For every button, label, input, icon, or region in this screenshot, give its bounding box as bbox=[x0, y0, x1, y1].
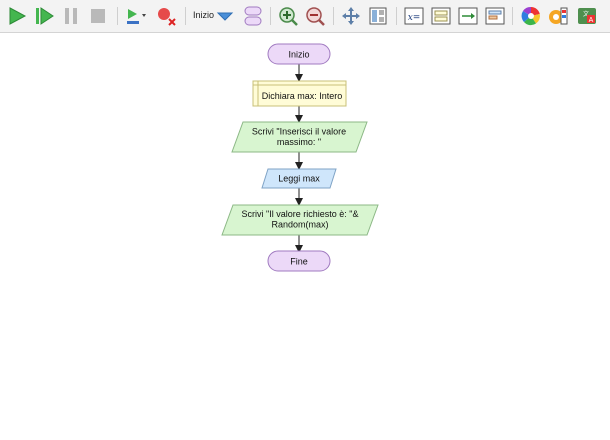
breakpoint-icon[interactable] bbox=[125, 5, 147, 27]
dropdown-icon[interactable] bbox=[214, 5, 236, 27]
clear-breakpoints-icon[interactable] bbox=[155, 5, 177, 27]
node-label: Fine bbox=[290, 257, 308, 267]
declare-icon[interactable] bbox=[430, 5, 452, 27]
palette-icon[interactable] bbox=[547, 5, 569, 27]
output-shape bbox=[231, 121, 368, 153]
flow-node-output-1[interactable]: Scrivi "Inserisci il valore massimo: " bbox=[231, 121, 368, 153]
output-icon[interactable] bbox=[457, 5, 479, 27]
toolbar-separator bbox=[333, 7, 334, 25]
node-label-line2: massimo: " bbox=[277, 137, 321, 147]
toolbar-separator bbox=[512, 7, 513, 25]
layout-icon[interactable] bbox=[367, 5, 389, 27]
svg-text:x=: x= bbox=[408, 13, 421, 23]
toolbar-separator bbox=[185, 7, 186, 25]
node-label-line1: Scrivi "Il valore richiesto è: "& bbox=[242, 209, 359, 219]
terminal-shape bbox=[267, 250, 331, 272]
node-label-line1: Scrivi "Inserisci il valore bbox=[252, 127, 346, 137]
start-label[interactable]: Inizio bbox=[193, 10, 215, 20]
run-icon[interactable] bbox=[6, 5, 28, 27]
node-label: Leggi max bbox=[278, 174, 320, 184]
flow-node-input[interactable]: Leggi max bbox=[261, 168, 337, 189]
flowchart-svg: Inizio Dichiara max: Intero Scrivi "Inse… bbox=[221, 43, 379, 272]
color-wheel-icon[interactable] bbox=[520, 5, 542, 27]
flowchart-canvas[interactable]: Inizio Dichiara max: Intero Scrivi "Inse… bbox=[0, 33, 610, 440]
terminal-shape bbox=[267, 43, 331, 65]
node-label: Inizio bbox=[288, 50, 309, 60]
terminal-block-icon[interactable] bbox=[242, 5, 264, 27]
move-icon[interactable] bbox=[340, 5, 362, 27]
toolbar-separator bbox=[117, 7, 118, 25]
toolbar: Inizio x= bbox=[0, 0, 610, 33]
assign-icon[interactable]: x= bbox=[403, 5, 425, 27]
input-icon[interactable] bbox=[484, 5, 506, 27]
flow-node-output-2[interactable]: Scrivi "Il valore richiesto è: "& Random… bbox=[221, 204, 379, 236]
flow-node-declare[interactable]: Dichiara max: Intero bbox=[252, 80, 347, 107]
input-shape bbox=[261, 168, 337, 189]
toolbar-separator bbox=[396, 7, 397, 25]
toolbar-separator bbox=[270, 7, 271, 25]
stop-icon[interactable] bbox=[87, 5, 109, 27]
svg-text:A: A bbox=[589, 17, 594, 24]
output-shape bbox=[221, 204, 379, 236]
pause-icon[interactable] bbox=[60, 5, 82, 27]
zoom-in-icon[interactable] bbox=[277, 5, 299, 27]
node-label: Dichiara max: Intero bbox=[262, 91, 343, 101]
flow-node-end[interactable]: Fine bbox=[267, 250, 331, 272]
node-label-line2: Random(max) bbox=[271, 220, 328, 230]
step-icon[interactable] bbox=[33, 5, 55, 27]
svg-text:文: 文 bbox=[583, 10, 589, 18]
zoom-out-icon[interactable] bbox=[304, 5, 326, 27]
flow-node-start[interactable]: Inizio bbox=[267, 43, 331, 65]
